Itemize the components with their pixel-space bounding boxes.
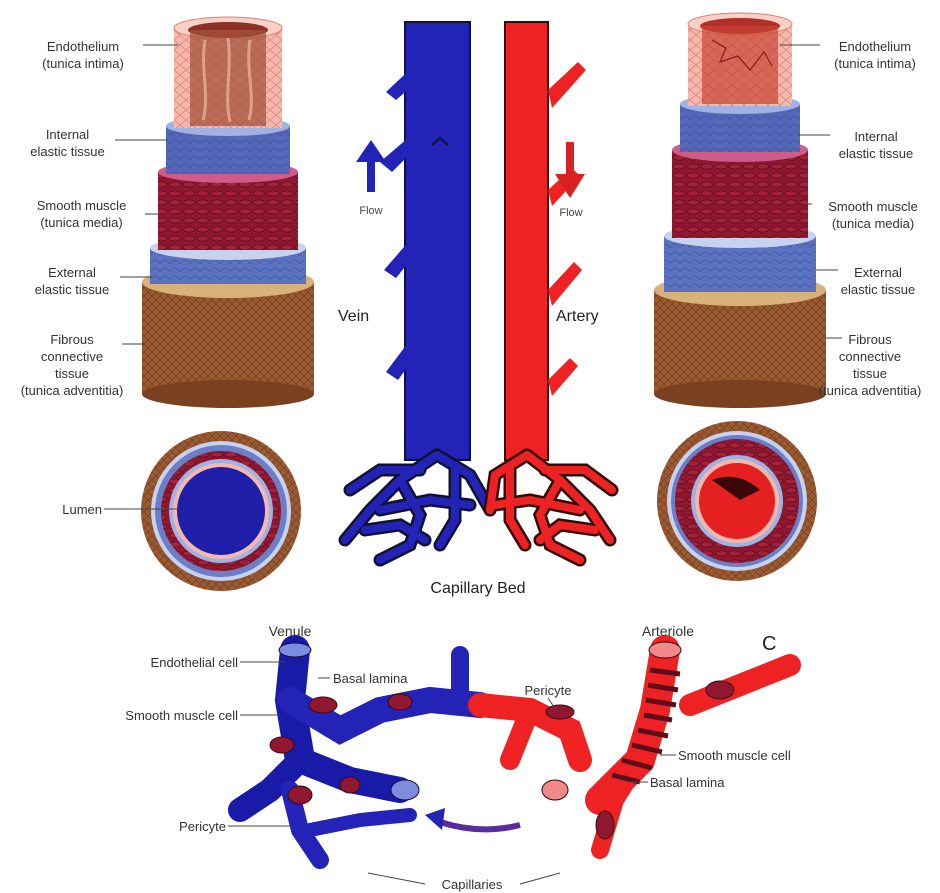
arteriole-label: Arteriole — [624, 623, 712, 640]
central-vein — [380, 22, 470, 460]
panel-letter: C — [762, 636, 786, 653]
vein-smooth-muscle-label: Smooth muscle (tunica media) — [18, 197, 145, 231]
vein-label: Vein — [338, 308, 398, 325]
vein-intima-layer — [174, 17, 282, 128]
artery-smooth-muscle-layer — [672, 138, 808, 238]
vein-endothelium-label: Endothelium (tunica intima) — [23, 38, 143, 72]
artery-ring-section — [657, 421, 817, 581]
basal-lamina-left-label: Basal lamina — [333, 670, 437, 687]
central-artery — [505, 22, 586, 460]
vein-internal-elastic-label: Internal elastic tissue — [20, 126, 115, 160]
vein-lumen — [177, 467, 265, 555]
artery-internal-elastic-label: Internal elastic tissue — [818, 128, 934, 162]
artery-flow-label: Flow — [549, 205, 593, 222]
venule-label: Venule — [254, 623, 326, 640]
artery-endothelium-label: Endothelium (tunica intima) — [812, 38, 938, 72]
vein-fibrous-label: Fibrous connective tissue (tunica advent… — [6, 331, 138, 399]
smooth-muscle-cell-left-label: Smooth muscle cell — [80, 707, 238, 724]
artery-external-elastic-label: External elastic tissue — [822, 264, 934, 298]
endothelial-cell-label: Endothelial cell — [100, 654, 238, 671]
pericyte-top-label: Pericyte — [506, 682, 590, 699]
vein-ring-section — [141, 431, 301, 591]
smooth-muscle-cell-right-label: Smooth muscle cell — [678, 747, 838, 764]
artery-intima-layer — [688, 13, 792, 106]
capillary-flow-arrow — [425, 808, 520, 830]
capillaries-label: Capillaries — [420, 876, 524, 893]
vein-layered-tube — [142, 17, 314, 408]
vein-flow-arrow — [356, 140, 386, 192]
artery-layered-tube — [654, 13, 826, 408]
artery-label: Artery — [556, 308, 626, 325]
capillary-bed-label: Capillary Bed — [408, 580, 548, 597]
artery-fibrous-label: Fibrous connective tissue (tunica advent… — [802, 331, 938, 399]
vein-adventitia-layer — [142, 266, 314, 408]
lumen-label: Lumen — [20, 501, 102, 518]
vein-flow-label: Flow — [349, 203, 393, 220]
basal-lamina-right-label: Basal lamina — [650, 774, 760, 791]
artery-smooth-muscle-label: Smooth muscle (tunica media) — [808, 198, 938, 232]
vein-smooth-muscle-layer — [158, 161, 298, 250]
capillary-bed — [345, 455, 612, 560]
artery-adventitia-layer — [654, 274, 826, 408]
vein-external-elastic-label: External elastic tissue — [24, 264, 120, 298]
pericyte-left-label: Pericyte — [140, 818, 226, 835]
